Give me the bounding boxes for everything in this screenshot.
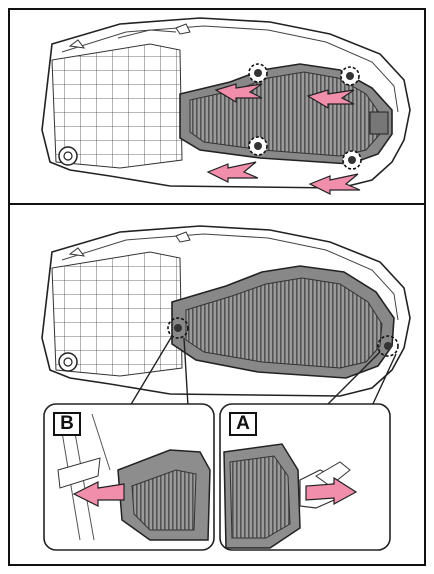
callout-label-a: A [229, 412, 257, 436]
clip-marker [343, 151, 361, 169]
callout-label-b: B [53, 412, 81, 436]
clip-marker [341, 67, 359, 85]
top-panel [42, 18, 410, 194]
clip-marker [249, 64, 267, 82]
clip-marker [249, 137, 267, 155]
speaker-hole [59, 147, 77, 165]
speaker-hole [59, 353, 77, 371]
bottom-panel [42, 226, 410, 550]
